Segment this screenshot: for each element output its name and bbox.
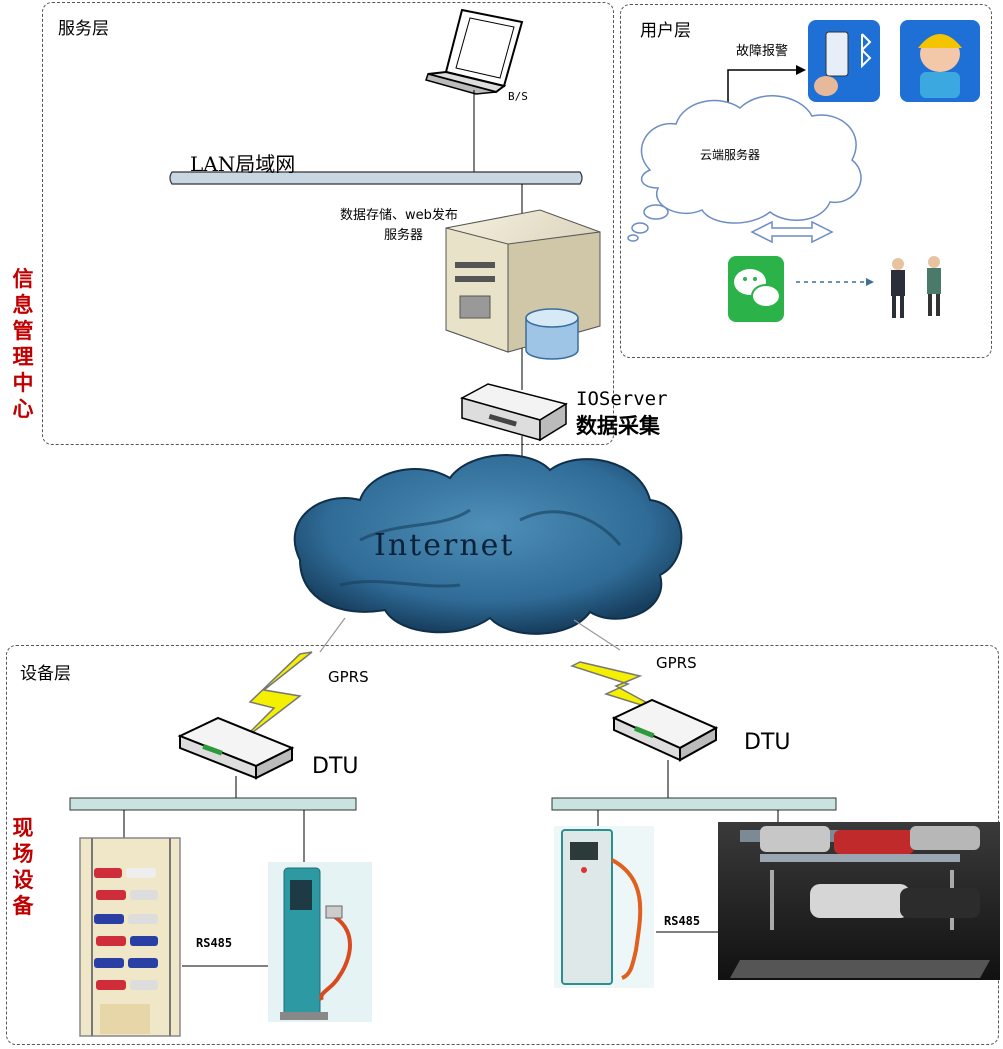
rs485-left-label: RS485 (196, 936, 233, 950)
dtu-right-label: DTU (744, 730, 791, 755)
dtu-right-device-icon (611, 698, 719, 762)
fault-alarm-label: 故障报警 (736, 44, 789, 59)
ioserver-device-icon (460, 383, 568, 442)
bus-right (551, 797, 837, 811)
wechat-icon (728, 256, 784, 322)
server-label-line2: 服务器 (384, 228, 424, 243)
lightning-left-icon (239, 651, 313, 743)
charging-pile-right-icon (554, 826, 654, 988)
ioserver-label: IOServer (576, 388, 668, 410)
gprs-right-label: GPRS (656, 654, 697, 672)
service-layer-region (42, 2, 614, 445)
service-layer-title: 服务层 (58, 19, 109, 39)
bus-left (69, 797, 357, 811)
database-icon (525, 308, 579, 360)
two-level-parking-garage-icon (718, 822, 1000, 980)
lightning-right-icon (570, 661, 665, 713)
field-devices-side-label: 现场设备 (12, 815, 34, 918)
device-layer-title: 设备层 (20, 664, 71, 684)
rs485-right-label: RS485 (664, 914, 701, 928)
worker-avatar-icon (900, 20, 980, 102)
bidirectional-arrow-icon (750, 220, 834, 244)
server-label-line1: 数据存储、web发布 (340, 208, 458, 223)
internet-cloud (293, 454, 683, 635)
gprs-left-label: GPRS (328, 668, 369, 686)
people-icon (891, 256, 941, 318)
user-layer-title: 用户层 (640, 21, 691, 41)
lan-label: LAN局域网 (190, 152, 296, 176)
charging-pile-left-icon (268, 862, 372, 1022)
bluetooth-phone-icon (808, 20, 880, 102)
laptop-icon (425, 8, 524, 95)
vertical-parking-tower-icon (79, 837, 181, 1037)
lan-bus (169, 171, 583, 185)
bs-label: B/S (508, 90, 528, 103)
dtu-left-device-icon (177, 716, 295, 780)
cloud-server-label: 云端服务器 (700, 148, 761, 162)
info-center-side-label: 信息管理中心 (12, 266, 34, 421)
internet-label: Internet (374, 528, 515, 563)
data-collect-label: 数据采集 (576, 414, 660, 438)
user-layer-region (620, 4, 992, 358)
dtu-left-label: DTU (312, 754, 359, 779)
cloud-server-icon (627, 95, 862, 242)
